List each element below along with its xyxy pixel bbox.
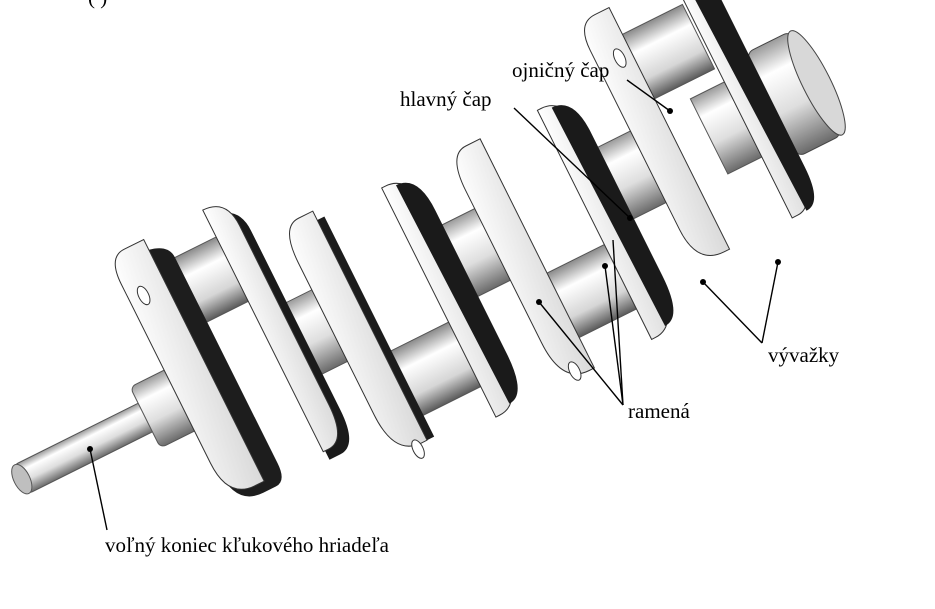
crankshaft-illustration — [11, 0, 846, 497]
leader-web-3 — [612, 239, 624, 406]
label-webs: ramená — [628, 399, 690, 423]
leader-free-end — [89, 448, 108, 531]
label-free-end: voľný koniec kľukového hriadeľa — [105, 533, 390, 557]
leader-counterweight-2 — [761, 261, 779, 344]
leader-lines — [89, 79, 779, 531]
label-crank-pin: ojničný čap — [512, 58, 609, 82]
leader-web-1 — [538, 301, 624, 406]
header-fragment: ( ) — [88, 0, 107, 9]
label-counterweights: vývažky — [768, 343, 840, 367]
leader-crank-pin — [626, 79, 671, 112]
leader-web-2 — [604, 265, 624, 406]
label-main-journal: hlavný čap — [400, 87, 492, 111]
leader-main-journal — [513, 107, 631, 219]
leader-dots — [87, 108, 781, 452]
leader-counterweight-1 — [702, 281, 763, 344]
